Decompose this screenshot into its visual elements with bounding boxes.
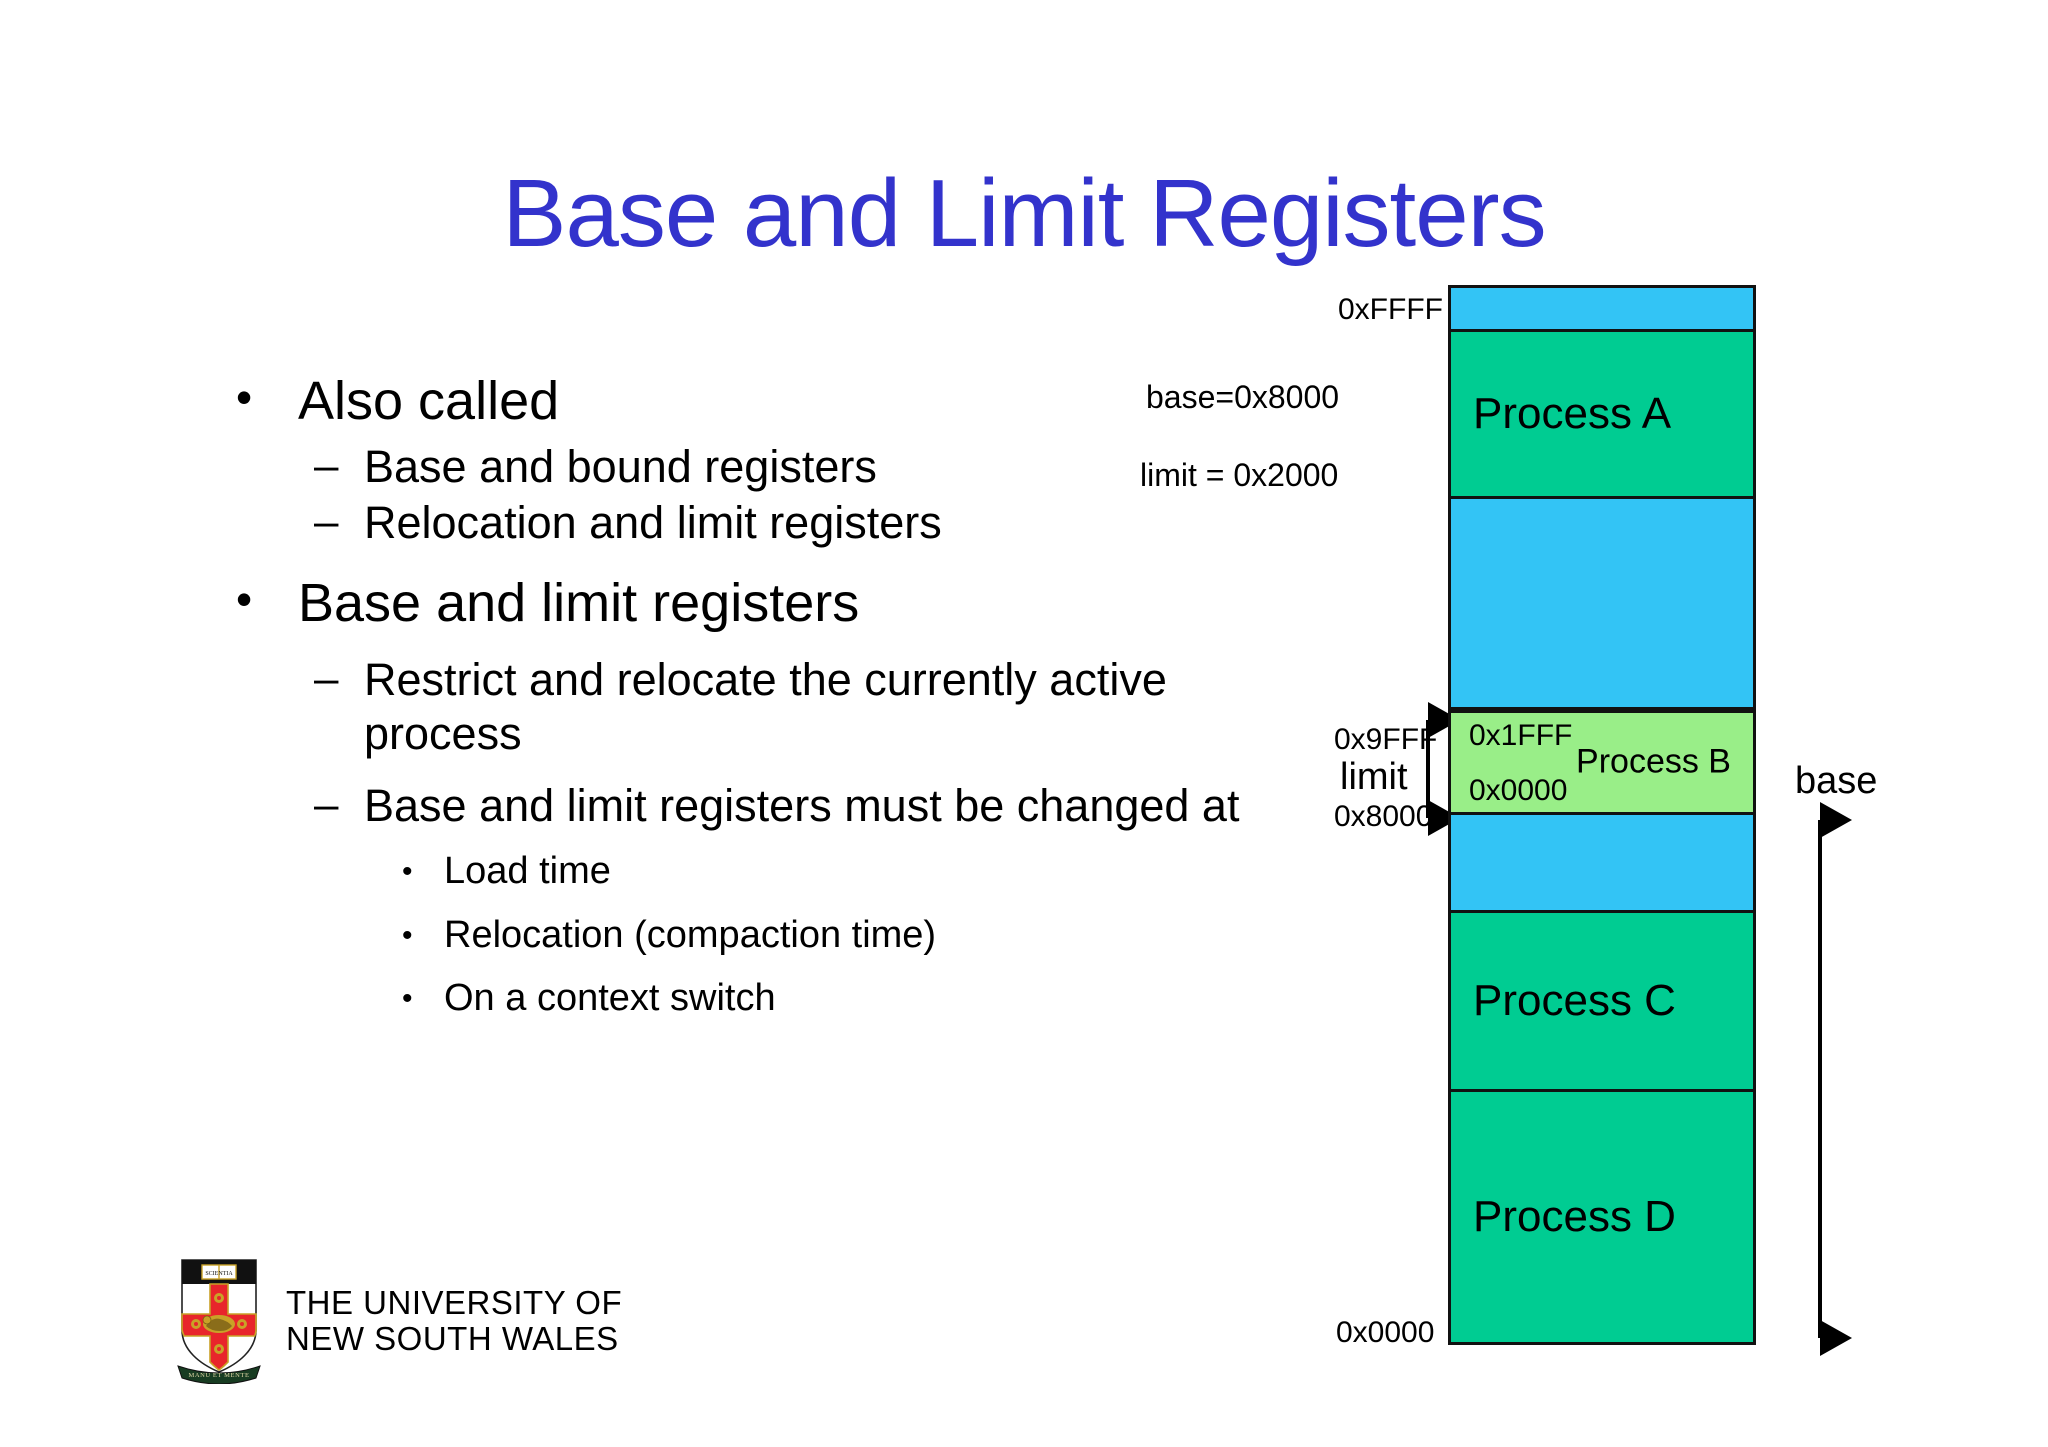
bullet-level1-also-called: • Also called	[236, 370, 1296, 434]
bullet-marker-dash-icon: –	[314, 440, 339, 490]
bullet-text: Base and limit registers	[298, 572, 860, 633]
bullet-level3-context-switch: • On a context switch	[236, 974, 1296, 1023]
bullet-text: Base and bound registers	[364, 440, 877, 492]
bullet-text: Relocation (compaction time)	[444, 913, 937, 956]
memory-segment-label: Process A	[1473, 389, 1672, 439]
crest-motto: MANU ET MENTE	[188, 1372, 249, 1379]
bullet-level2-restrict-and-relocate: – Restrict and relocate the currently ac…	[236, 653, 1296, 761]
bullet-marker-dot-icon: •	[236, 572, 253, 625]
memory-segment-label: Process B	[1576, 742, 1731, 781]
annotation-base-value: base=0x8000	[1146, 379, 1340, 415]
base-label: base	[1795, 760, 1878, 802]
bullet-level2-must-be-changed-at: – Base and limit registers must be chang…	[236, 779, 1296, 833]
bullet-text: Relocation and limit registers	[364, 496, 942, 548]
bullet-marker-dot-icon: •	[236, 371, 253, 423]
bullet-marker-dash-icon: –	[314, 496, 339, 546]
memory-layout-diagram: Process A 0x1FFF 0x0000 Process B Proces…	[1448, 285, 1756, 1345]
memory-segment-free-middle-1	[1451, 498, 1753, 710]
memory-segment-process-c: Process C	[1451, 913, 1753, 1093]
address-label-limit-bottom: 0x8000	[1334, 800, 1433, 833]
limit-label: limit	[1340, 756, 1408, 798]
svg-text:SCIENTIA: SCIENTIA	[205, 1271, 233, 1277]
bullet-level2-base-and-bound: – Base and bound registers	[236, 440, 1296, 494]
bullet-marker-dash-icon: –	[314, 780, 339, 830]
base-double-arrow-icon	[1818, 802, 1852, 1356]
address-label-limit-top: 0x9FFF	[1334, 723, 1438, 756]
bullet-level3-load-time: • Load time	[236, 847, 1296, 896]
bullet-text: Base and limit registers must be changed…	[364, 780, 1240, 832]
bullet-text: Load time	[444, 850, 611, 893]
bullet-text: Restrict and relocate the currently acti…	[364, 654, 1167, 760]
bullet-level2-relocation-and-limit: – Relocation and limit registers	[236, 496, 1296, 550]
address-label-bottom: 0x0000	[1336, 1316, 1435, 1349]
unsw-logo: SCIENTIA MANU ET MENTE THE UNIVERSITY OF…	[176, 1258, 622, 1384]
bullet-marker-dot-icon: •	[402, 982, 413, 1016]
page-title: Base and Limit Registers	[502, 160, 1546, 267]
bullet-marker-dot-icon: •	[402, 855, 413, 889]
bullet-level3-relocation-compaction: • Relocation (compaction time)	[236, 911, 1296, 960]
bullet-marker-dash-icon: –	[314, 654, 339, 704]
process-b-bottom-address: 0x0000	[1469, 773, 1568, 807]
memory-segment-label: Process C	[1473, 976, 1676, 1026]
annotation-limit-value: limit = 0x2000	[1140, 457, 1339, 493]
memory-segment-label: Process D	[1473, 1192, 1676, 1242]
bullet-text: On a context switch	[444, 977, 776, 1020]
bullet-body: • Also called – Base and bound registers…	[236, 370, 1296, 1024]
address-label-top: 0xFFFF	[1338, 293, 1443, 326]
memory-segment-free-middle-2	[1451, 815, 1753, 914]
memory-segment-process-a: Process A	[1451, 332, 1753, 499]
university-name-line2: NEW SOUTH WALES	[286, 1320, 619, 1357]
memory-segment-process-b: 0x1FFF 0x0000 Process B	[1451, 709, 1753, 815]
memory-segment-process-d: Process D	[1451, 1092, 1753, 1342]
bullet-level1-base-and-limit-registers: • Base and limit registers	[236, 572, 1296, 636]
university-name-line1: THE UNIVERSITY OF	[286, 1284, 623, 1322]
limit-double-arrow-icon	[1426, 702, 1460, 836]
bullet-marker-dot-icon: •	[402, 918, 413, 952]
unsw-crest-icon: SCIENTIA MANU ET MENTE	[177, 1259, 261, 1384]
memory-segment-free-top	[1451, 288, 1753, 333]
process-b-top-address: 0x1FFF	[1469, 718, 1573, 752]
bullet-text: Also called	[298, 371, 560, 431]
university-name: THE UNIVERSITY OF NEW SOUTH WALES	[286, 1285, 622, 1356]
